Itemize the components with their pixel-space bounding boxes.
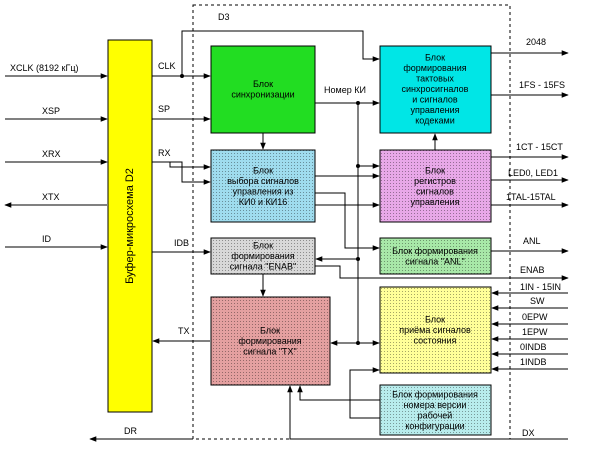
sp-label: SP [158,104,170,114]
block-label-line: рабочей [418,410,453,420]
enab-out-wire [315,265,569,281]
block-label-line: формирования [231,251,294,261]
id-label: ID [42,234,52,244]
block-label-line: и сигналов [412,95,458,105]
rx-wire [152,161,211,170]
module-d3-boundary [192,4,511,440]
block-label-line: сигнала "ANL" [405,256,464,266]
xtx-label: XTX [42,192,60,202]
block-label-line: выбора сигналов [227,176,299,186]
block-label-line: сигналов [416,186,454,196]
block-label-line: формирования [238,336,301,346]
indb1-label: 1INDB [520,357,547,367]
ki-junction-status [356,341,360,345]
tal-label: 1TAL-15TAL [506,192,556,202]
block-label-line: Блок [253,241,273,251]
dr-label: DR [124,426,137,436]
ki-junction-top [356,101,360,105]
block-label-line: управления из [233,186,294,196]
clk-to-timing-wire [181,30,380,76]
block-label-line: приёма сигналов [399,325,471,335]
ki-junction-enab [356,257,360,261]
epw1-label: 1EPW [522,327,548,337]
clk-junction [180,74,184,78]
block-label-line: синхросигналов [402,84,469,94]
indb0-label: 0INDB [520,342,547,352]
block-label-line: управления [410,197,459,207]
rx-label: RX [158,148,171,158]
dx-label: DX [522,428,535,438]
block-label-line: Блок [425,315,445,325]
ki-label: Номер КИ [324,85,366,95]
xclk-label: XCLK (8192 кГц) [10,63,79,73]
rx-branch-wire [170,161,211,185]
buffer-d2-label: Буфер-микросхема D2 [124,168,136,284]
block-label-line: конфигурации [405,421,464,431]
ki-junction-registers [356,164,360,168]
block-label-line: тактовых [416,74,454,84]
block-label-line: Блок [425,165,445,175]
block-label-line: Блок [425,53,445,63]
xsp-label: XSP [42,106,60,116]
block-label-line: Блок формирования [392,389,478,399]
buffer-d2-block [107,39,153,413]
block-label-line: Блок формирования [392,246,478,256]
block-label-line: сигнала "ENAB" [230,262,296,272]
block-label-line: управления [410,105,459,115]
block-label-line: синхронизации [231,89,294,99]
epw0-label: 0EPW [522,312,548,322]
block-label-line: сигнала "TX" [243,347,296,357]
block-label-line: номера версии [404,400,467,410]
selector-to-anl-wire [315,192,380,251]
fs-label: 1FS - 15FS [519,80,565,90]
in-label: 1IN - 15IN [520,282,561,292]
module-d3-label: D3 [218,12,230,22]
s2048-label: 2048 [526,37,546,47]
enab-label: ENAB [520,265,545,275]
tx-label: TX [178,326,190,336]
block-label-line: КИ0 и КИ16 [239,197,287,207]
led-label: LED0, LED1 [508,168,558,178]
dx-wire [287,385,568,440]
block-label-line: формирования [403,63,466,73]
xrx-label: XRX [42,149,61,159]
block-label-line: Блок [260,326,280,336]
block-label-line: состояния [414,336,457,346]
sw-label: SW [530,296,545,306]
anl-label: ANL [523,236,541,246]
clk-label: CLK [158,61,176,71]
version-to-tx-wire [297,385,380,401]
block-label-line: кодеками [415,116,454,126]
block-label-line: Блок [253,79,273,89]
block-label-line: Блок [253,165,273,175]
block-label-line: регистров [414,176,456,186]
ct-label: 1CT - 15CT [516,142,563,152]
idb-label: IDB [174,238,189,248]
version-to-status-wire [349,367,380,419]
